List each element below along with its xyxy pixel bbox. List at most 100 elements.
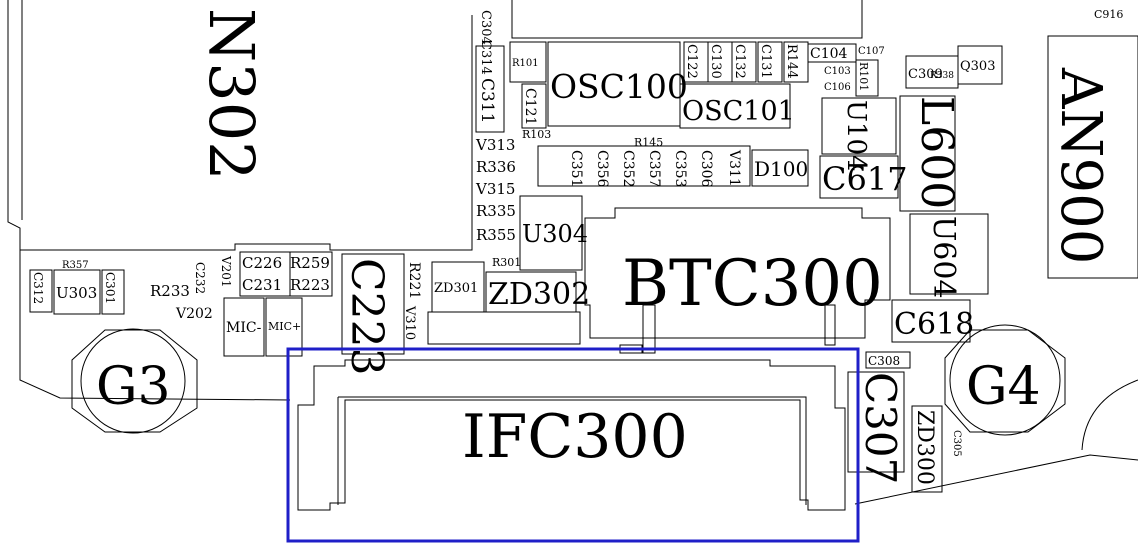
n302-label: N302 <box>195 8 268 181</box>
c103-label: C103 <box>824 66 851 77</box>
q303-label: Q303 <box>960 59 995 74</box>
g4-mount-octagon <box>944 329 1066 433</box>
c357-label: C357 <box>646 150 662 187</box>
r259-label: R259 <box>290 254 330 272</box>
c301-box <box>101 269 125 315</box>
ifc300-outline <box>297 359 846 511</box>
osc100-label: OSC100 <box>550 67 688 106</box>
g4-mount-circle <box>949 324 1061 436</box>
c305-label: C305 <box>951 430 962 457</box>
r335-label: R335 <box>476 202 516 220</box>
board-outlines <box>7 0 1138 511</box>
r145-label: R145 <box>634 136 663 149</box>
r338-label: R338 <box>930 71 954 81</box>
c308-label: C308 <box>868 354 900 368</box>
r221-label: R221 <box>406 262 422 299</box>
c106-label: C106 <box>824 82 851 93</box>
c231-label: C231 <box>242 276 282 294</box>
v310-label: V310 <box>402 305 417 340</box>
r357-label: R357 <box>62 260 89 271</box>
l600-label: L600 <box>911 96 962 209</box>
zd300-box <box>911 405 943 493</box>
osc101-label: OSC101 <box>682 96 795 127</box>
g3-mount-circle <box>80 328 186 434</box>
mic-plus-label: MIC+ <box>268 320 301 333</box>
v201-label: V201 <box>219 255 233 288</box>
c104-label: C104 <box>810 46 848 62</box>
r101b-box <box>855 59 879 97</box>
u303-box <box>53 269 101 315</box>
mic-plus-box <box>265 297 303 357</box>
ifc300-label: IFC300 <box>462 402 688 472</box>
c617-box <box>819 155 899 199</box>
mic-minus-label: MIC- <box>226 320 262 336</box>
c311-box <box>475 45 505 133</box>
u604-label: U604 <box>926 216 961 299</box>
r101-label: R101 <box>512 58 539 69</box>
c307-box <box>847 371 905 473</box>
r355-label: R355 <box>476 226 516 244</box>
c122-label: C122 <box>684 44 699 79</box>
board-right-arc <box>1081 379 1138 451</box>
r144-label: R144 <box>784 44 799 79</box>
c309-label: C309 <box>908 67 943 82</box>
c301-label: C301 <box>103 272 117 304</box>
btc300-label: BTC300 <box>622 247 883 321</box>
c311-label: C311 <box>477 78 497 123</box>
v313-label: V313 <box>475 136 515 154</box>
u304-label: U304 <box>522 220 588 248</box>
an900-box <box>1047 35 1138 279</box>
g3-label: G3 <box>96 357 171 417</box>
c353-label: C353 <box>672 150 688 187</box>
c223-label: C223 <box>341 258 392 376</box>
c617-label: C617 <box>822 160 908 198</box>
v311-label: V311 <box>726 149 742 187</box>
g4-label: G4 <box>966 357 1041 417</box>
c308-box <box>865 351 911 369</box>
btc300-outline <box>584 207 891 339</box>
c916-label: C916 <box>1094 8 1123 21</box>
r336-label: R336 <box>476 158 516 176</box>
c312-label: C312 <box>31 272 45 304</box>
v315-label: V315 <box>475 180 515 198</box>
resistor-row-box <box>427 311 581 345</box>
c131-box <box>757 41 783 83</box>
c307-label: C307 <box>856 372 905 484</box>
board-left-edge <box>19 250 291 401</box>
r233-label: R233 <box>150 282 190 300</box>
c356-label: C356 <box>594 150 610 188</box>
c132-label: C132 <box>732 44 747 79</box>
c352-label: C352 <box>620 150 636 187</box>
r101b-label: R101 <box>857 62 870 91</box>
osc101-box <box>679 83 791 129</box>
r223-label: R223 <box>290 276 330 294</box>
u304-box <box>519 195 583 271</box>
an900-label: AN900 <box>1048 67 1113 264</box>
c304-label: C304 <box>478 10 493 45</box>
c223-box <box>341 253 405 355</box>
c104-box <box>807 43 857 63</box>
n302-outline <box>7 0 473 251</box>
u303-label: U303 <box>56 284 97 302</box>
c618-label: C618 <box>894 307 974 342</box>
c312-box <box>29 269 53 313</box>
g3-mount-octagon <box>71 329 198 433</box>
highlight-box <box>286 347 860 543</box>
r259-box <box>289 251 333 297</box>
r103-label: R103 <box>522 128 551 141</box>
btc300-pin-left <box>642 304 656 354</box>
u104-label: U104 <box>841 100 871 172</box>
c351-label: C351 <box>568 150 584 187</box>
c121-box <box>521 83 547 129</box>
r301-label: R301 <box>492 256 521 269</box>
d100-label: D100 <box>754 157 808 181</box>
cap-row-box <box>537 145 751 187</box>
c618-box <box>891 299 971 343</box>
l600-box <box>899 95 956 212</box>
d100-box <box>751 149 809 187</box>
mic-minus-box <box>223 297 265 357</box>
c121-label: C121 <box>522 88 538 125</box>
u104-box <box>821 97 897 155</box>
osc-region <box>511 0 863 39</box>
c232-label: C232 <box>193 262 207 294</box>
